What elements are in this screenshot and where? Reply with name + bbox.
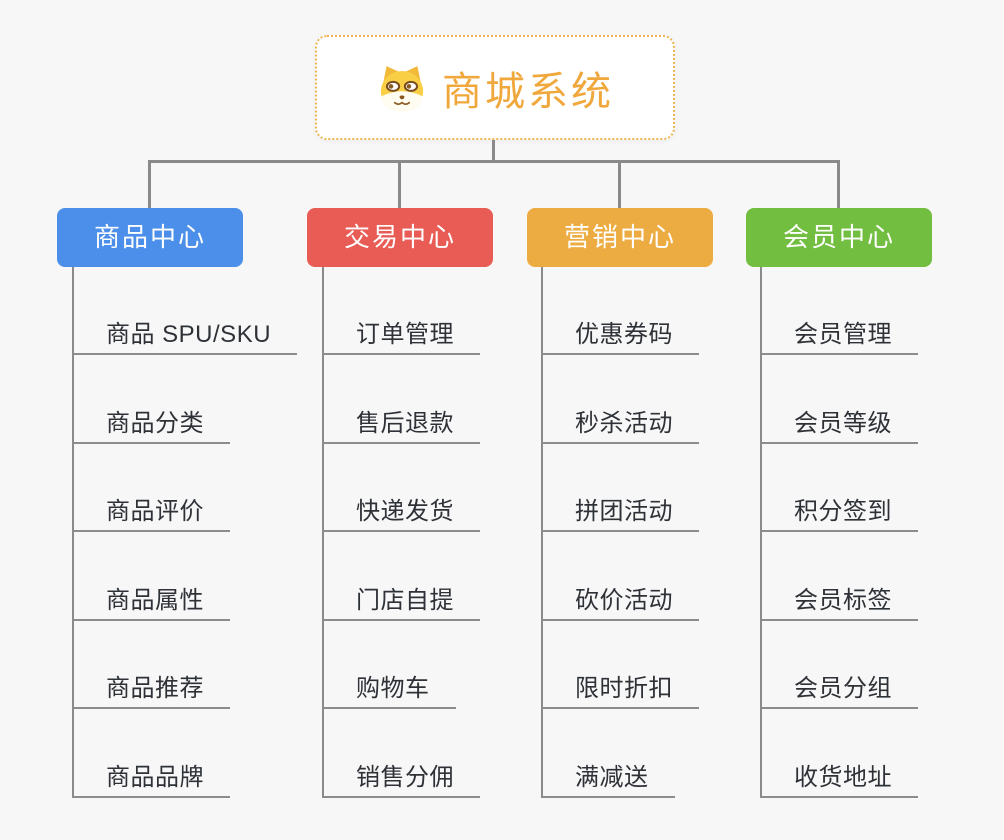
leaf-item[interactable]: 秒杀活动 [541, 406, 699, 444]
leaf-item[interactable]: 商品推荐 [72, 671, 230, 709]
leaf-item[interactable]: 会员标签 [760, 583, 918, 621]
leaf-item[interactable]: 门店自提 [322, 583, 480, 621]
leaf-item[interactable]: 快递发货 [322, 494, 480, 532]
leaf-item[interactable]: 商品评价 [72, 494, 230, 532]
branch-trunk-line [760, 267, 762, 798]
dog-face-icon [380, 65, 424, 112]
leaf-item[interactable]: 商品属性 [72, 583, 230, 621]
branch-header-marketing[interactable]: 营销中心 [527, 208, 713, 267]
leaf-item[interactable]: 销售分佣 [322, 760, 480, 798]
branch-header-products[interactable]: 商品中心 [57, 208, 243, 267]
connector-drop [837, 160, 840, 208]
branch-trunk-line [72, 267, 74, 798]
connector-drop [618, 160, 621, 208]
leaf-item[interactable]: 商品分类 [72, 406, 230, 444]
leaf-item[interactable]: 限时折扣 [541, 671, 699, 709]
branch-trunk-line [541, 267, 543, 798]
connector-drop [148, 160, 151, 208]
leaf-item[interactable]: 满减送 [541, 760, 675, 798]
leaf-item[interactable]: 会员管理 [760, 317, 918, 355]
connector-root-stub [492, 140, 495, 163]
leaf-item[interactable]: 订单管理 [322, 317, 480, 355]
leaf-item[interactable]: 会员分组 [760, 671, 918, 709]
leaf-item[interactable]: 会员等级 [760, 406, 918, 444]
leaf-item[interactable]: 积分签到 [760, 494, 918, 532]
leaf-item[interactable]: 商品 SPU/SKU [72, 317, 298, 355]
branch-header-members[interactable]: 会员中心 [746, 208, 932, 267]
connector-horizontal-bar [148, 160, 840, 163]
leaf-item[interactable]: 拼团活动 [541, 494, 699, 532]
leaf-item[interactable]: 售后退款 [322, 406, 480, 444]
leaf-item[interactable]: 购物车 [322, 671, 456, 709]
leaf-item[interactable]: 商品品牌 [72, 760, 230, 798]
leaf-item[interactable]: 砍价活动 [541, 583, 699, 621]
leaf-item[interactable]: 收货地址 [760, 760, 918, 798]
leaf-item[interactable]: 优惠券码 [541, 317, 699, 355]
branch-trunk-line [322, 267, 324, 798]
root-node[interactable]: 商城系统 [315, 35, 675, 140]
connector-drop [398, 160, 401, 208]
root-title: 商城系统 [442, 69, 614, 114]
branch-header-trade[interactable]: 交易中心 [307, 208, 493, 267]
